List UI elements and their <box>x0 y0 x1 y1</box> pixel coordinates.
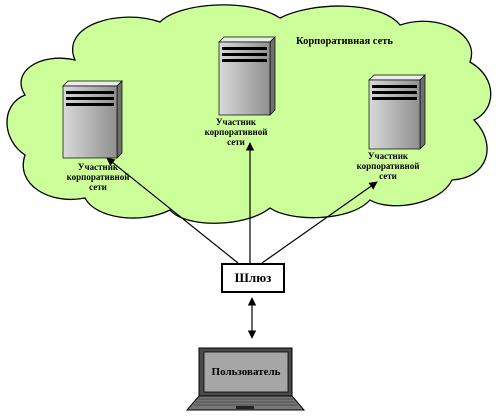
arrow-to-right <box>261 181 378 264</box>
label-line: Участник <box>367 151 409 161</box>
participant-label-center: Участник корпоративной сети <box>186 117 286 147</box>
participant-label-right: Участник корпоративной сети <box>338 151 438 181</box>
label-line: сети <box>379 171 397 181</box>
user-label: Пользователь <box>204 352 288 392</box>
gateway-box: Шлюз <box>221 263 285 293</box>
participant-label-left: Участник корпоративной сети <box>48 162 148 192</box>
label-line: сети <box>89 182 107 192</box>
arrow-to-left <box>106 157 239 264</box>
server-icon-left <box>62 80 123 159</box>
user-label-text: Пользователь <box>211 366 281 378</box>
label-line: Участник <box>215 117 257 127</box>
label-line: сети <box>227 137 245 147</box>
label-line: корпоративной <box>356 161 420 171</box>
server-icon-right <box>368 74 426 150</box>
gateway-label: Шлюз <box>234 270 272 285</box>
label-line: корпоративной <box>204 127 268 137</box>
label-line: корпоративной <box>66 172 130 182</box>
server-icon-center <box>218 36 276 116</box>
laptop-icon <box>185 347 306 411</box>
label-line: Участник <box>77 162 119 172</box>
cloud-title: Корпоративная сеть <box>296 36 393 47</box>
